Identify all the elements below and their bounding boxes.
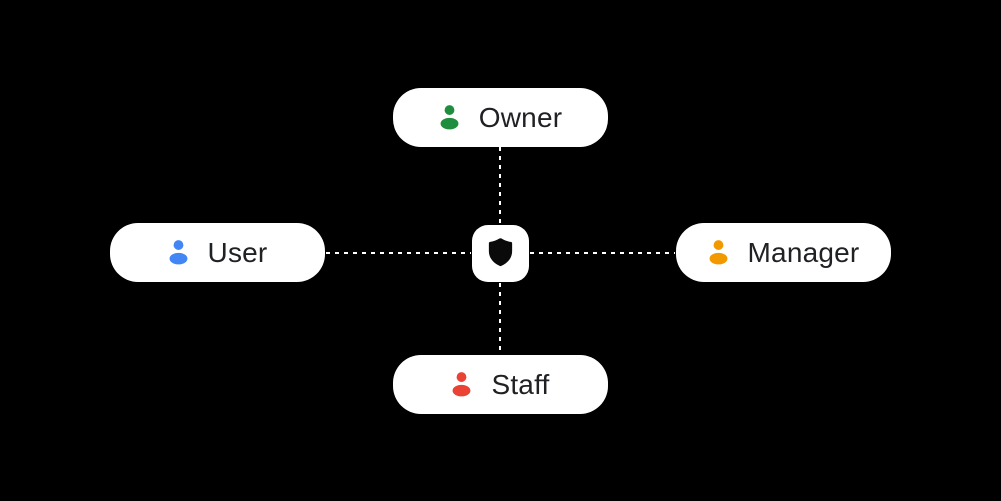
node-owner-label: Owner xyxy=(478,101,563,133)
person-icon xyxy=(453,372,471,397)
hub-node xyxy=(472,225,529,282)
node-manager-label: Manager xyxy=(747,236,860,268)
node-manager: Manager xyxy=(676,223,891,282)
shield-icon xyxy=(488,237,513,266)
node-user: User xyxy=(110,223,325,282)
node-staff-label: Staff xyxy=(491,368,550,400)
person-icon xyxy=(440,105,459,130)
node-staff: Staff xyxy=(393,355,608,414)
person-icon xyxy=(709,240,727,265)
person-icon xyxy=(169,240,187,265)
node-user-label: User xyxy=(207,236,268,268)
node-owner: Owner xyxy=(393,88,608,147)
